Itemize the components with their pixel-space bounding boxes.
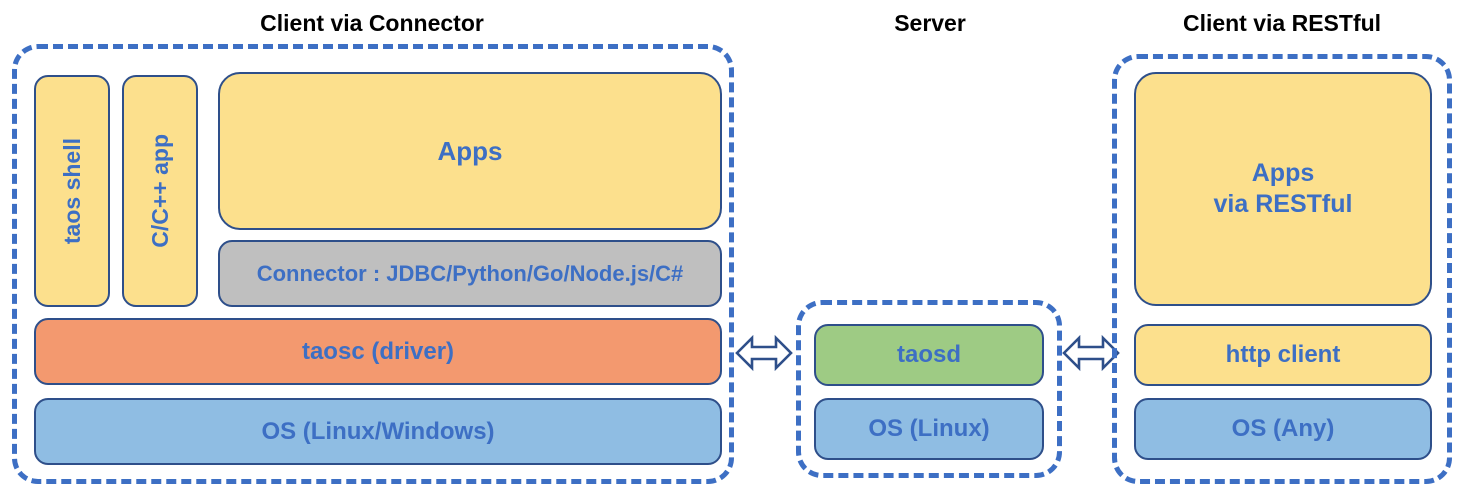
box-os-linux-windows-label: OS (Linux/Windows): [261, 417, 495, 445]
box-cpp-app[interactable]: C/C++ app: [122, 75, 198, 307]
double-arrow-icon-right: [1062, 330, 1120, 376]
box-os-linux-label: OS (Linux): [868, 415, 990, 442]
box-apps-restful[interactable]: Apps via RESTful: [1134, 72, 1432, 306]
box-taosd-label: taosd: [896, 341, 961, 368]
group-frame-client-restful: [1112, 54, 1452, 484]
group-frame-client-connector: [12, 44, 734, 484]
box-taosc-driver[interactable]: taosc (driver): [34, 318, 722, 385]
box-http-client[interactable]: http client: [1134, 324, 1432, 386]
box-apps-restful-label-line1: Apps: [1251, 158, 1315, 187]
box-connector[interactable]: Connector : JDBC/Python/Go/Node.js/C#: [218, 240, 722, 307]
box-http-client-label: http client: [1225, 341, 1341, 368]
box-os-linux[interactable]: OS (Linux): [814, 398, 1044, 460]
box-cpp-app-label: C/C++ app: [146, 134, 173, 248]
box-taosc-driver-label: taosc (driver): [301, 337, 455, 365]
box-apps-connector-label: Apps: [437, 135, 503, 166]
box-taos-shell-label: taos shell: [58, 137, 85, 245]
box-os-any[interactable]: OS (Any): [1134, 398, 1432, 460]
box-os-any-label: OS (Any): [1231, 415, 1335, 442]
section-title-server: Server: [894, 10, 966, 36]
box-apps-connector[interactable]: Apps: [218, 72, 722, 230]
box-connector-label: Connector : JDBC/Python/Go/Node.js/C#: [256, 260, 684, 286]
box-apps-restful-label-line2: via RESTful: [1213, 190, 1353, 218]
box-os-linux-windows[interactable]: OS (Linux/Windows): [34, 398, 722, 465]
section-title-client-connector: Client via Connector: [260, 10, 484, 36]
double-arrow-icon-left: [735, 330, 793, 376]
box-taosd[interactable]: taosd: [814, 324, 1044, 386]
group-frame-server: [796, 300, 1062, 478]
box-taos-shell[interactable]: taos shell: [34, 75, 110, 307]
section-title-client-restful: Client via RESTful: [1182, 10, 1382, 36]
